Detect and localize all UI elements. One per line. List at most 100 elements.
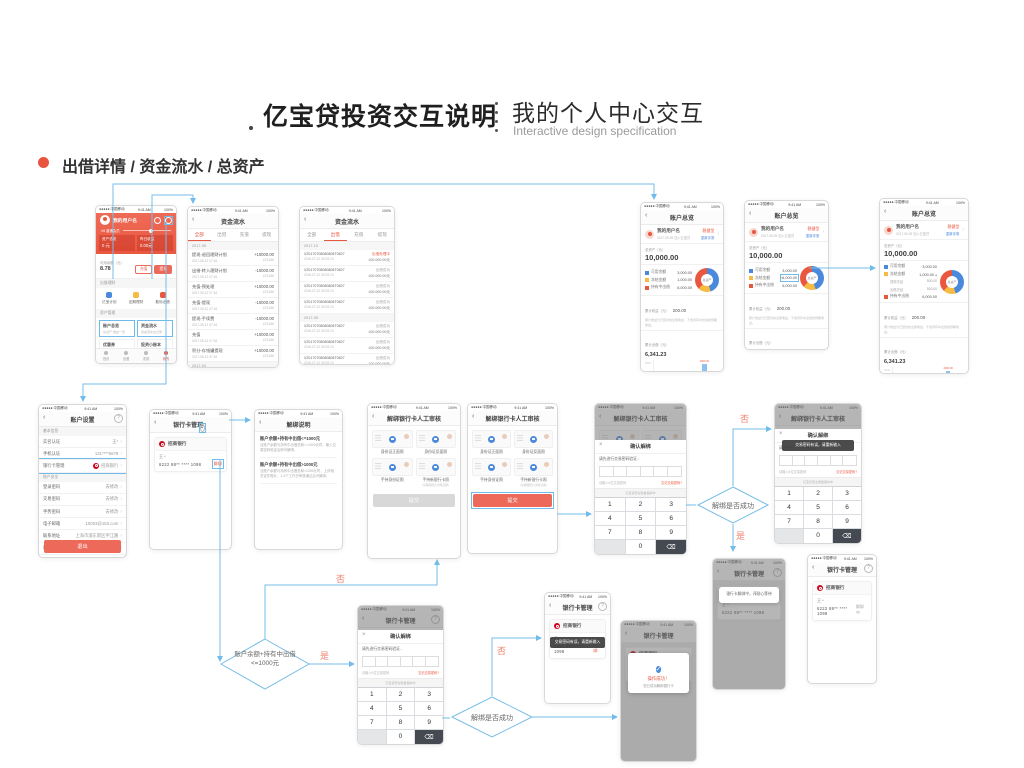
upload-tile[interactable]: 手持新银行卡照(请确保照片清晰完整) [514, 458, 553, 487]
keypad-key[interactable]: 7 [595, 526, 625, 539]
back-icon[interactable] [192, 216, 194, 223]
flow-tab[interactable]: 全部 [188, 229, 211, 241]
keypad-key[interactable]: 6 [656, 512, 686, 525]
tabbar-item[interactable]: 首页 [96, 351, 116, 361]
back-icon[interactable] [549, 602, 551, 609]
menu-card[interactable]: 资金流水资金流水全记录 [137, 319, 173, 337]
tabbar-item[interactable]: 我的 [156, 351, 176, 361]
quick-entry[interactable]: 定期理财 [123, 290, 150, 307]
back-icon[interactable] [472, 413, 474, 420]
upload-tile[interactable]: 身份证正面照 [472, 430, 511, 455]
help-icon[interactable]: ? [114, 414, 123, 423]
upload-tile[interactable]: 手持身份证照 [372, 458, 413, 487]
back-icon[interactable] [154, 419, 156, 426]
settings-row[interactable]: 登录密码去修改 [39, 482, 126, 494]
keypad-key[interactable]: 8 [625, 526, 656, 539]
back-icon[interactable] [259, 419, 261, 426]
keypad-key[interactable]: 2 [386, 688, 415, 701]
keypad-key[interactable]: 1 [775, 487, 803, 500]
avatar[interactable] [100, 215, 110, 225]
back-icon[interactable] [812, 564, 814, 571]
flow-tab[interactable]: 充值 [354, 231, 364, 237]
settings-row[interactable]: 实名认证王* [39, 436, 126, 449]
keypad-key[interactable]: 3 [415, 688, 443, 701]
flow-tab[interactable]: 出借 [217, 231, 227, 237]
tabbar-item[interactable]: 发现 [136, 351, 156, 361]
keypad-key[interactable]: 0 [625, 540, 656, 554]
keypad-key[interactable]: 9 [833, 515, 861, 528]
menu-card[interactable]: 账户总览总资产·收益一览 [99, 319, 135, 337]
keypad-key[interactable]: ⌫ [833, 529, 861, 543]
back-icon[interactable] [372, 413, 374, 420]
keypad-key[interactable]: ⌫ [656, 540, 686, 554]
back-icon[interactable] [43, 414, 45, 421]
tabbar-item[interactable]: 出借 [116, 351, 136, 361]
keypad-key[interactable]: 2 [625, 498, 656, 511]
keypad-key[interactable]: 8 [804, 515, 832, 528]
keypad-key[interactable]: 9 [415, 716, 443, 729]
keypad-key[interactable]: 2 [804, 487, 832, 500]
forgot-password-link[interactable]: 忘记交易密码? [836, 470, 857, 474]
logout-button[interactable]: 退出 [44, 540, 121, 553]
back-icon[interactable] [884, 208, 886, 215]
upload-tile[interactable]: 身份证反面照 [514, 430, 553, 455]
help-icon[interactable]: ? [864, 564, 873, 573]
keypad-key[interactable]: 7 [358, 716, 386, 729]
quick-entry[interactable]: 亿宝计划 [96, 290, 123, 307]
keypad-key[interactable]: 3 [656, 498, 686, 511]
unbind-link[interactable]: 解绑 [211, 459, 225, 469]
keypad-key[interactable]: 1 [358, 688, 386, 701]
keypad-key[interactable]: 9 [656, 526, 686, 539]
keypad-key[interactable]: 7 [775, 515, 803, 528]
keypad-key[interactable]: 0 [386, 730, 415, 744]
keypad-key[interactable] [358, 730, 386, 744]
upload-tile[interactable]: 手持新银行卡照(请确保照片清晰完整) [415, 458, 456, 487]
back-icon[interactable] [749, 210, 751, 217]
retest-link[interactable]: 重新评测 [945, 232, 960, 236]
withdraw-button[interactable]: 提现 [154, 265, 172, 274]
keypad-key[interactable]: 5 [804, 501, 832, 514]
upload-tile[interactable]: 手持身份证照 [472, 458, 511, 487]
recharge-button[interactable]: 充值 [134, 265, 153, 274]
keypad-key[interactable]: 3 [833, 487, 861, 500]
upload-tile[interactable]: 身份证正面照 [372, 430, 413, 455]
flow-tab[interactable]: 提现 [377, 231, 387, 237]
password-boxes[interactable] [779, 455, 857, 466]
settings-row-bank-card[interactable]: 银行卡管理 招商银行 [39, 458, 126, 474]
retest-link[interactable]: 重新评测 [700, 236, 715, 240]
settings-row[interactable]: 手势密码去修改 [39, 506, 126, 519]
help-icon[interactable]: ? [200, 424, 205, 432]
back-icon[interactable] [645, 212, 647, 219]
freeze-amount-expanded[interactable]: 1,000.00 [919, 272, 937, 277]
gear-icon[interactable] [164, 215, 173, 225]
password-boxes[interactable] [362, 656, 439, 667]
keypad-key[interactable]: 6 [833, 501, 861, 514]
keypad-key[interactable]: 5 [386, 702, 415, 715]
keypad-key[interactable] [595, 540, 625, 554]
back-icon[interactable] [304, 216, 306, 223]
flow-tab[interactable]: 提现 [262, 231, 272, 237]
forgot-password-link[interactable]: 忘记交易密码? [418, 671, 439, 675]
submit-button[interactable]: 提交 [471, 492, 554, 509]
keypad-key[interactable]: 4 [775, 501, 803, 514]
freeze-amount-expandable[interactable]: 1,000.00 [780, 274, 799, 282]
keypad-key[interactable]: 8 [386, 716, 415, 729]
